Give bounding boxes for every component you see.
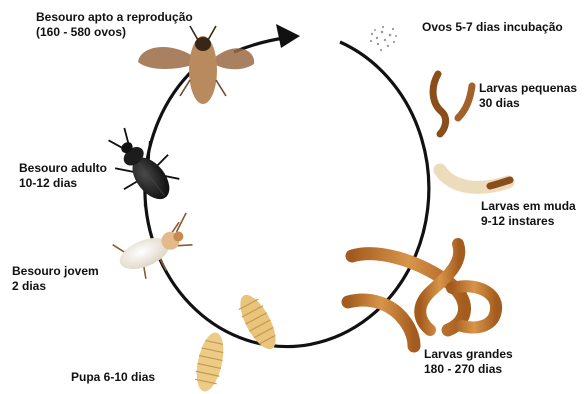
black-beetle-icon bbox=[94, 117, 187, 215]
egg-cluster-icon bbox=[370, 26, 397, 51]
label-young-beetle: Besouro jovem 2 dias bbox=[12, 264, 99, 294]
pupa-icon bbox=[192, 290, 283, 394]
label-molting-larvae: Larvas em muda 9-12 instares bbox=[481, 199, 576, 229]
larva-icon bbox=[440, 170, 510, 187]
label-large-larvae: Larvas grandes 180 - 270 dias bbox=[424, 347, 513, 377]
cycle-arrow-icon bbox=[276, 24, 300, 48]
label-adult-beetle: Besouro adulto 10-12 dias bbox=[19, 161, 107, 191]
label-adult-breeding: Besouro apto a reprodução (160 - 580 ovo… bbox=[36, 10, 193, 40]
pale-beetle-icon bbox=[112, 213, 203, 286]
label-small-larvae: Larvas pequenas 30 dias bbox=[479, 81, 577, 111]
cycle-ring bbox=[145, 24, 429, 347]
label-eggs: Ovos 5-7 dias incubação bbox=[422, 20, 563, 35]
larva-icon bbox=[433, 74, 472, 134]
larva-icon bbox=[348, 244, 496, 346]
label-pupa: Pupa 6-10 dias bbox=[71, 370, 155, 385]
